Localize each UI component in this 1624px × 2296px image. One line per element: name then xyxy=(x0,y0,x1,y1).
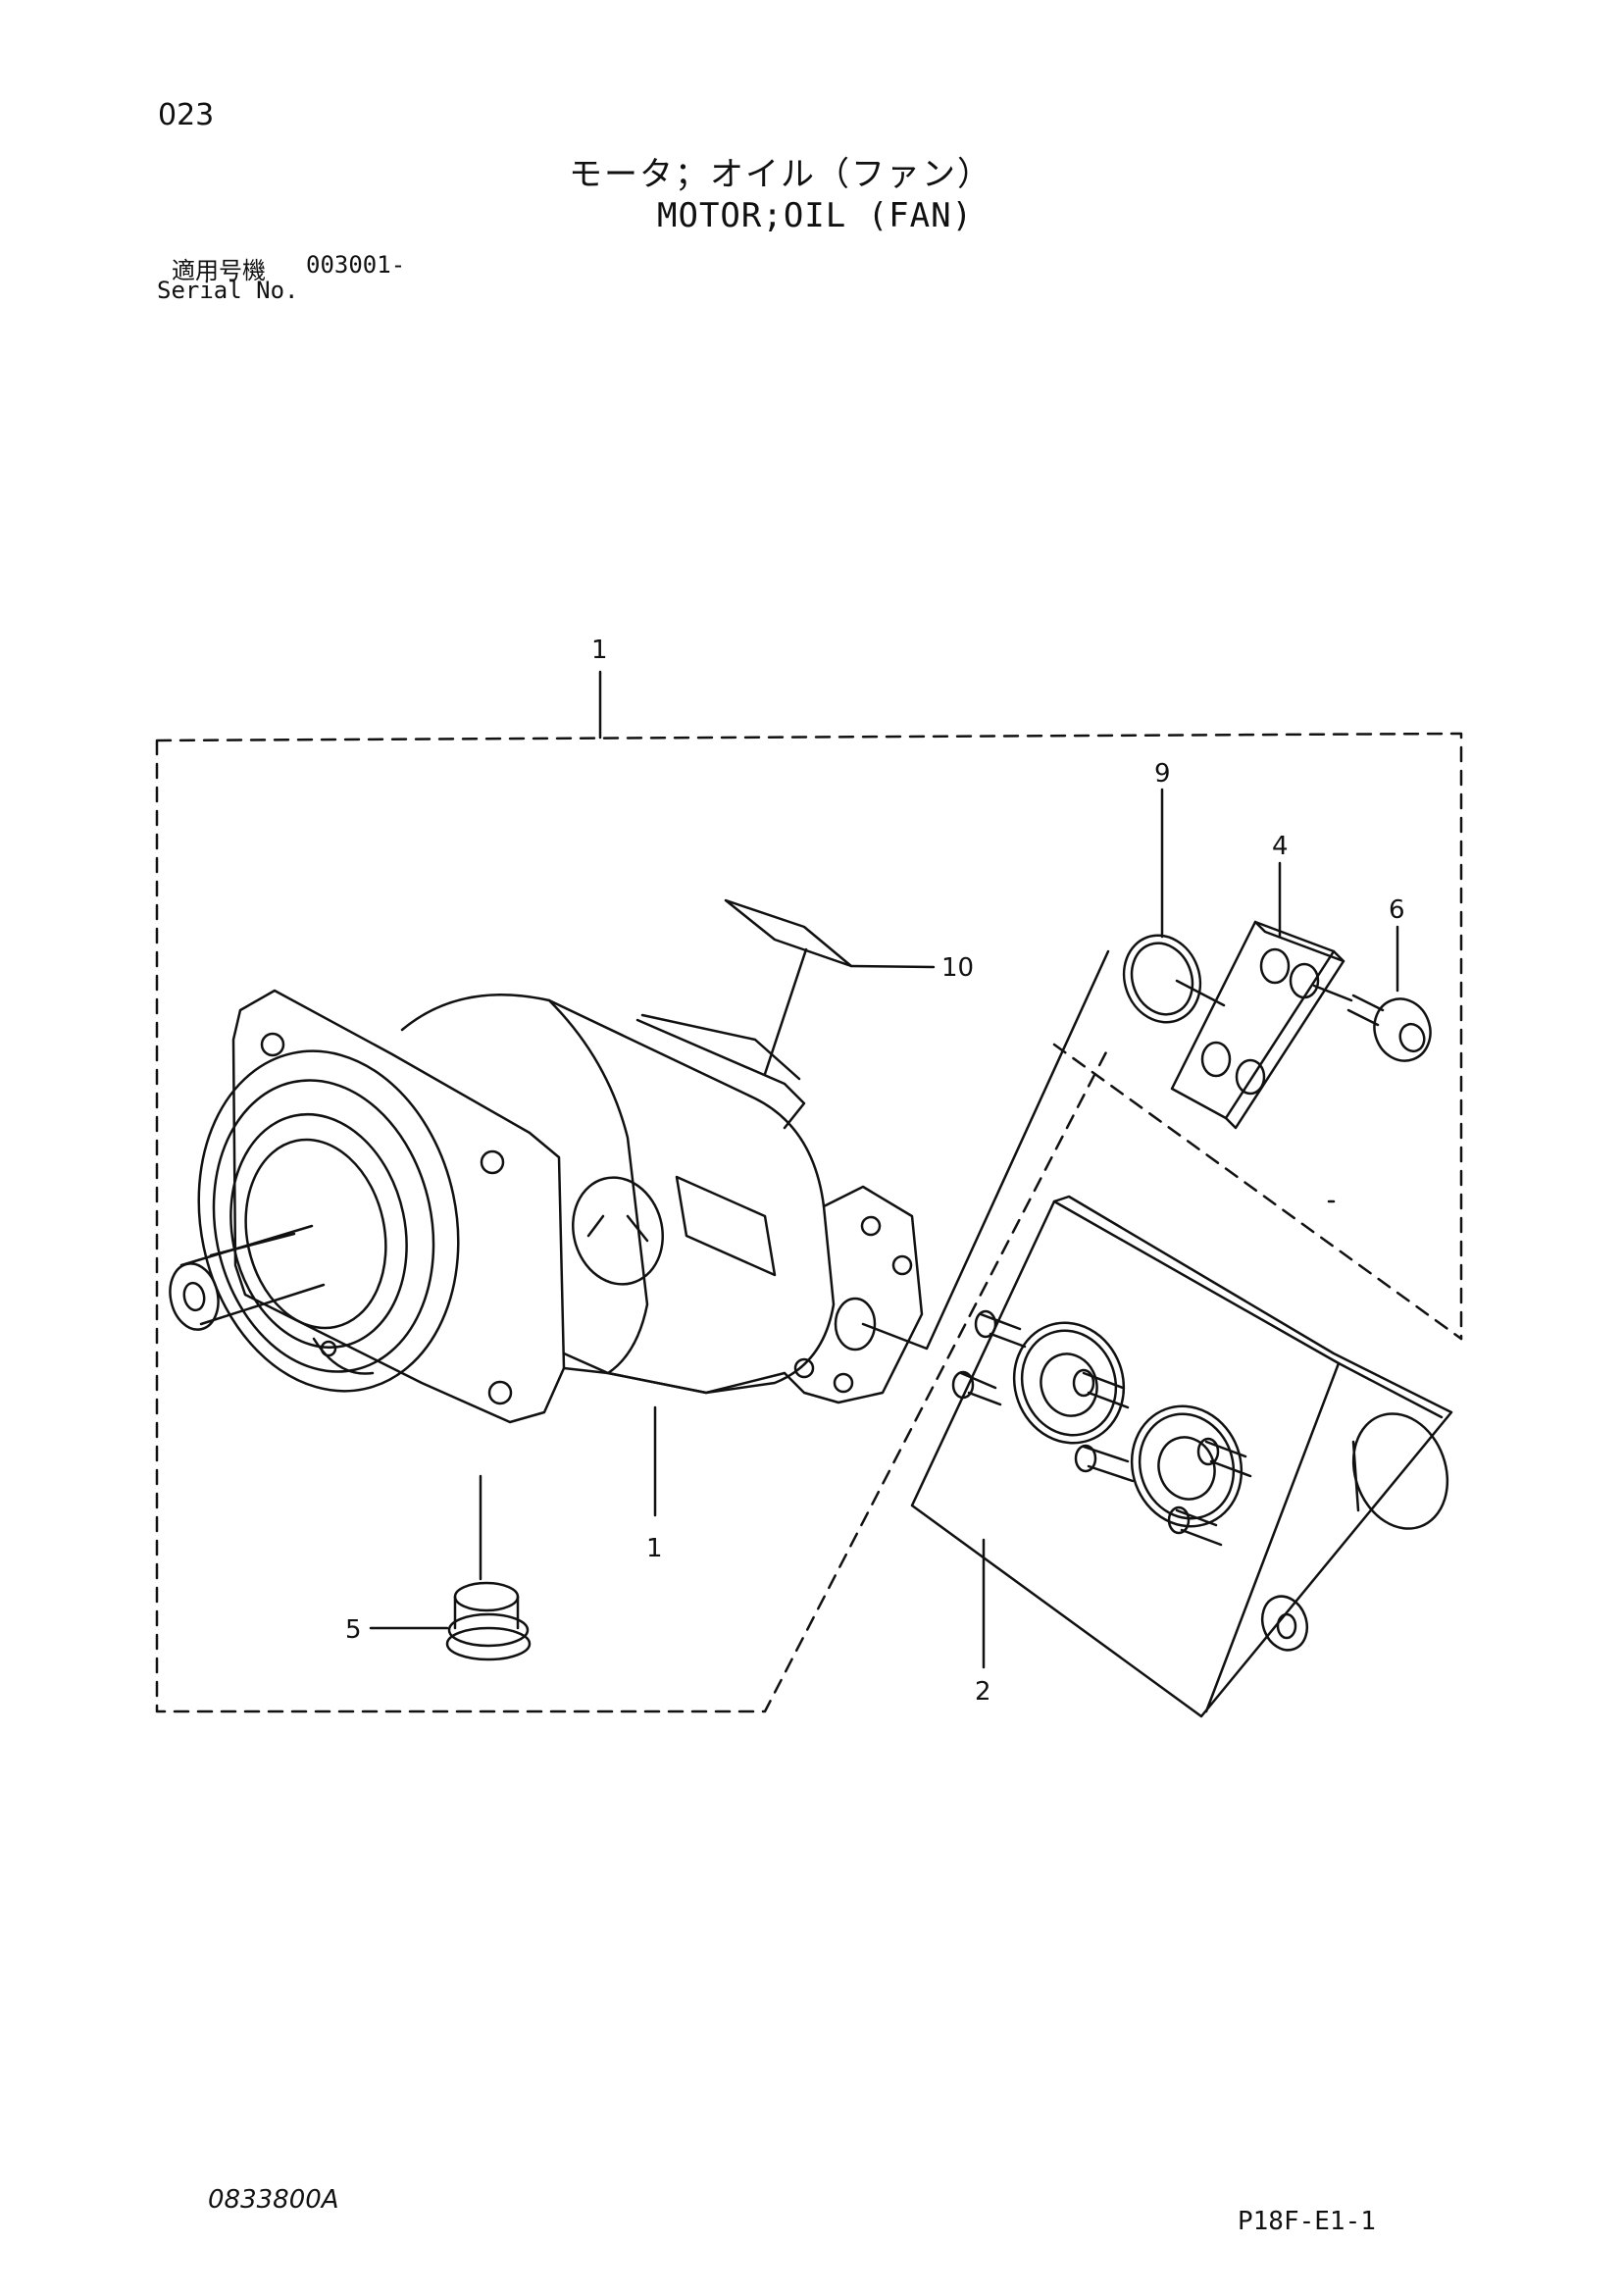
serial-label-english: Serial No. xyxy=(157,277,299,304)
callout-6: 6 xyxy=(1389,895,1405,925)
callout-2: 2 xyxy=(975,1677,991,1707)
serial-label-japanese: 適用号機 xyxy=(172,257,266,284)
title-japanese: モータ；オイル（ファン） xyxy=(569,155,992,194)
serial-value: 003001- xyxy=(306,251,406,279)
callout-4: 4 xyxy=(1272,832,1289,861)
assembly-boundary-inner xyxy=(1052,1043,1463,1341)
plug xyxy=(369,1474,532,1661)
assembly-boundary-outer xyxy=(155,732,1463,1713)
leader-10-to-plate xyxy=(763,947,808,1076)
valve-block xyxy=(910,1195,1453,1718)
name-plate xyxy=(724,898,853,968)
oil-motor xyxy=(169,989,924,1424)
flange-plate xyxy=(1170,861,1345,1130)
title-english: MOTOR;OIL (FAN) xyxy=(657,196,974,235)
o-ring xyxy=(1122,788,1226,1024)
port-connector-line xyxy=(861,949,1110,1351)
page-number: 023 xyxy=(158,98,215,132)
leader-10 xyxy=(849,964,936,969)
callout-1: 1 xyxy=(591,636,608,665)
callout-9: 9 xyxy=(1154,759,1171,789)
page-code: P18F-E1-1 xyxy=(1238,2207,1376,2236)
socket-bolt xyxy=(1312,925,1432,1062)
callout-5: 5 xyxy=(345,1615,362,1645)
callout-1-lower: 1 xyxy=(646,1534,663,1563)
drawing-number: 0833800A xyxy=(208,2185,339,2215)
callout-10: 10 xyxy=(941,953,974,983)
